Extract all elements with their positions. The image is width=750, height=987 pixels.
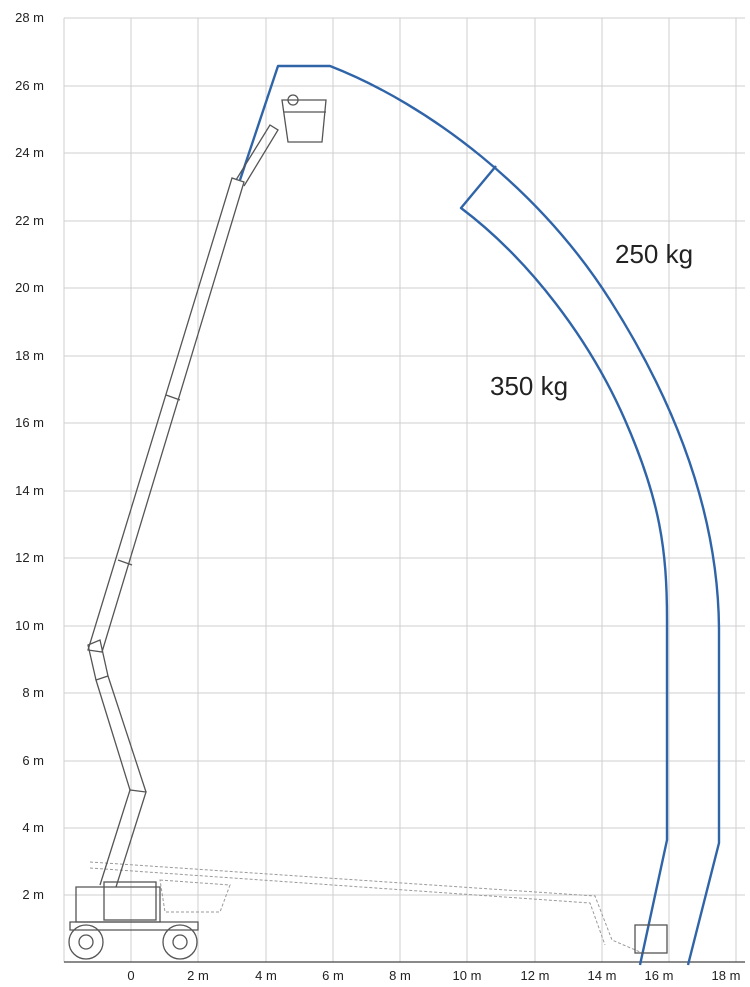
load-label-250kg: 250 kg — [615, 239, 693, 269]
y-tick-label: 18 m — [15, 348, 44, 363]
y-tick-label: 2 m — [22, 887, 44, 902]
x-tick-label: 12 m — [521, 968, 550, 983]
x-tick-label: 8 m — [389, 968, 411, 983]
y-tick-label: 20 m — [15, 280, 44, 295]
x-tick-label: 0 — [127, 968, 134, 983]
y-tick-label: 24 m — [15, 145, 44, 160]
load-label-350kg: 350 kg — [490, 371, 568, 401]
y-tick-label: 28 m — [15, 10, 44, 25]
x-tick-label: 10 m — [453, 968, 482, 983]
y-tick-label: 12 m — [15, 550, 44, 565]
x-tick-label: 16 m — [645, 968, 674, 983]
y-tick-label: 6 m — [22, 753, 44, 768]
y-tick-label: 22 m — [15, 213, 44, 228]
x-tick-label: 4 m — [255, 968, 277, 983]
y-axis: 28 m 26 m 24 m 22 m 20 m 18 m 16 m 14 m … — [15, 10, 44, 902]
y-tick-label: 4 m — [22, 820, 44, 835]
y-tick-label: 10 m — [15, 618, 44, 633]
x-tick-label: 18 m — [712, 968, 741, 983]
x-tick-label: 2 m — [187, 968, 209, 983]
x-tick-label: 14 m — [588, 968, 617, 983]
y-tick-label: 14 m — [15, 483, 44, 498]
x-tick-label: 6 m — [322, 968, 344, 983]
y-tick-label: 8 m — [22, 685, 44, 700]
x-axis: 0 2 m 4 m 6 m 8 m 10 m 12 m 14 m 16 m 18… — [127, 968, 740, 983]
articulated-boom-lift-icon — [68, 94, 668, 960]
y-tick-label: 16 m — [15, 415, 44, 430]
y-tick-label: 26 m — [15, 78, 44, 93]
envelope-350kg — [459, 165, 669, 966]
grid — [63, 17, 745, 962]
envelope-250kg — [238, 64, 721, 966]
